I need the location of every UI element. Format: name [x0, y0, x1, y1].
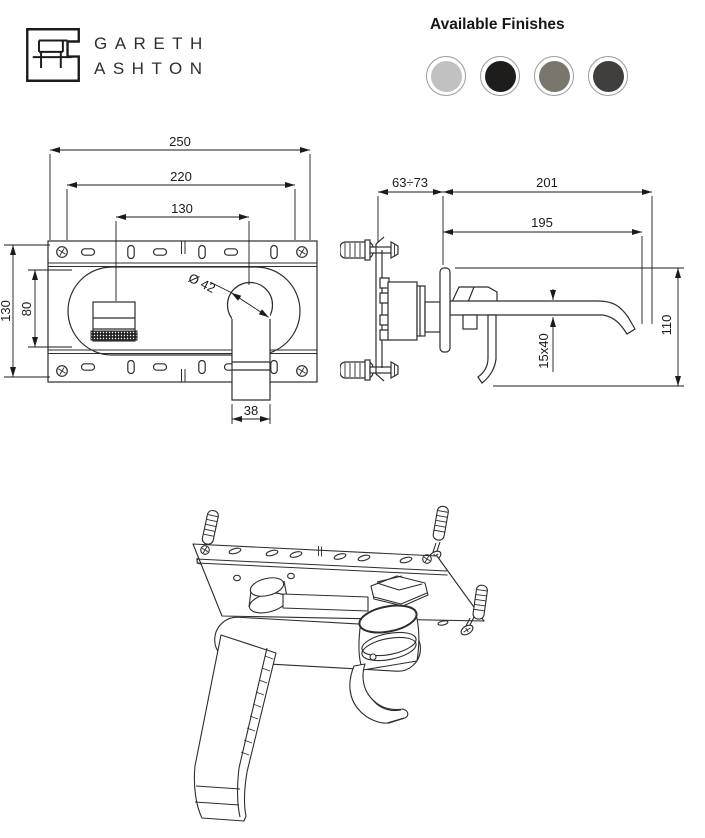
front-spout-outlet: [90, 301, 138, 342]
aerator: [90, 330, 138, 341]
finish-swatch-graphite: [588, 56, 628, 96]
dim-hole-centres: 130: [171, 201, 193, 216]
front-handle-lever: [231, 305, 271, 401]
swatch-color: [430, 60, 462, 92]
dim-mount-width: 220: [170, 169, 192, 184]
dim-spout-section: 15x40: [536, 333, 551, 368]
front-mounting-plate: [47, 240, 318, 401]
front-view-drawing: 250 220 130 130 80 Ø 42 38: [0, 134, 318, 424]
brand-wordmark: GARETH ASHTON: [94, 31, 210, 81]
iso-handle: [349, 604, 420, 724]
iso-cartridge-block: [370, 575, 429, 607]
swatch-color: [484, 60, 516, 92]
finish-swatch-chrome: [426, 56, 466, 96]
brand-line-1: GARETH: [94, 34, 210, 53]
front-dimensions: [4, 147, 311, 424]
finish-swatch-matte-black: [480, 56, 520, 96]
side-view-drawing: 63÷73 201 195 110 15x40: [340, 175, 684, 387]
brand-line-2: ASHTON: [94, 59, 210, 78]
handle-base: [451, 286, 498, 303]
finishes-swatches: [426, 56, 628, 96]
side-handle-lever: [477, 314, 497, 384]
swatch-color: [592, 60, 624, 92]
iso-body-bar: [282, 593, 369, 612]
finish-swatch-brushed-gunmetal: [534, 56, 574, 96]
brand-logo-monogram-icon: [26, 28, 80, 82]
dim-overall-width: 250: [169, 134, 191, 149]
side-spout: [449, 300, 636, 335]
dim-wall-depth-range: 63÷73: [392, 175, 428, 190]
dim-handle-width: 38: [244, 403, 258, 418]
dim-height-drop: 110: [659, 315, 674, 336]
iso-spout: [193, 634, 277, 822]
valve-body: [387, 281, 418, 341]
iso-spout-mount-boss: [248, 577, 288, 614]
dim-reach-spout: 195: [531, 215, 553, 230]
wall-anchor-top: [340, 239, 399, 261]
isometric-view-drawing: [192, 504, 489, 822]
dim-handle-diameter: Ø 42: [186, 270, 218, 296]
dim-plate-height: 80: [19, 302, 34, 316]
dim-reach-overall: 201: [536, 175, 558, 190]
wall-bracket: [375, 236, 385, 382]
swatch-color: [538, 60, 570, 92]
front-escutcheon-plate: [67, 266, 301, 356]
side-mixer-body: [340, 236, 636, 384]
dim-overall-height: 130: [0, 300, 13, 322]
side-escutcheon-plate: [439, 267, 451, 353]
side-dimensions: [377, 189, 684, 387]
iso-anchor-bottom-right: [458, 584, 489, 638]
finishes-title: Available Finishes: [430, 16, 565, 33]
wall-anchor-bottom: [340, 359, 399, 381]
